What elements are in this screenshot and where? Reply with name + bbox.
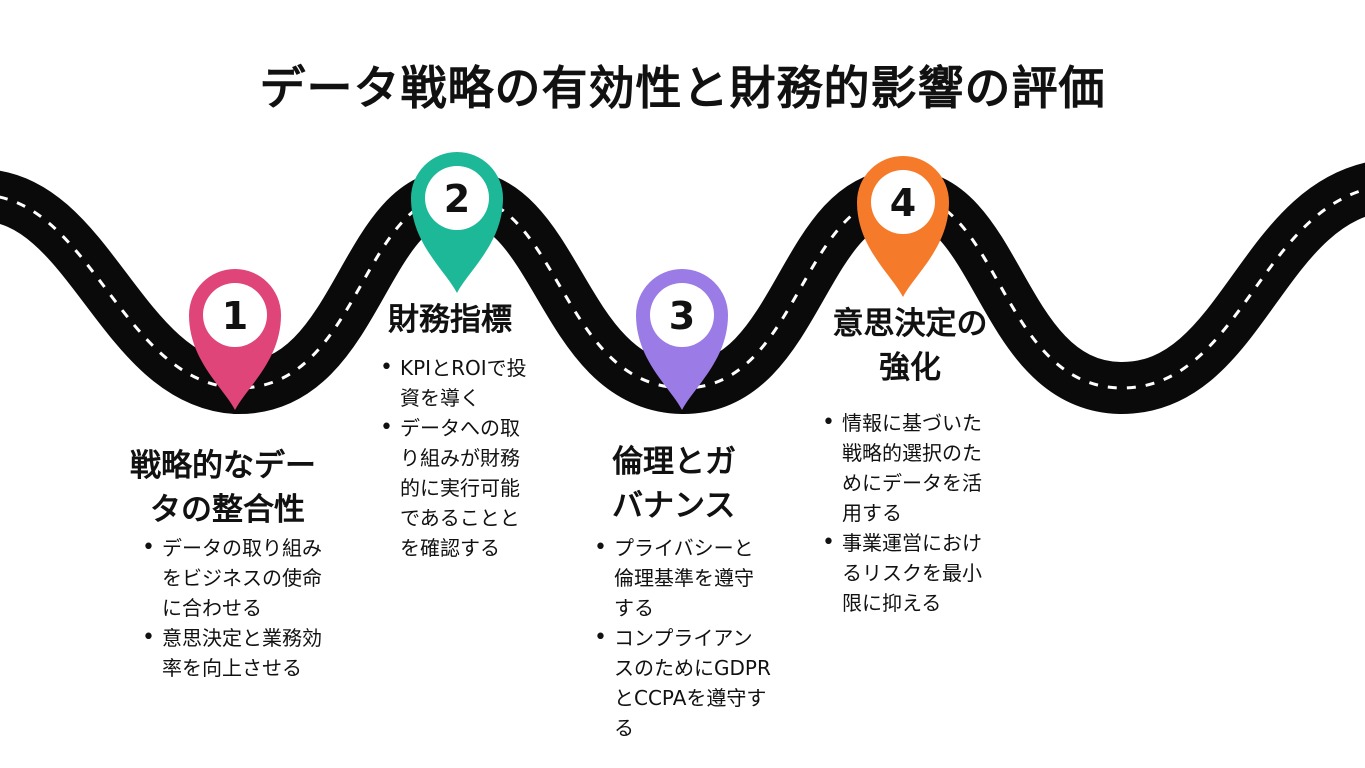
step-4-bullet-1-line-3: めにデータを活 <box>842 471 982 495</box>
step-1-title: 戦略的なデー タの整合性 <box>130 444 360 532</box>
step-1-title-line-2: タの整合性 <box>150 492 305 528</box>
pin-2-inner-circle <box>425 166 489 230</box>
step-2-bullet-1-line-2: 資を導く <box>400 386 480 410</box>
step-1-bullet-2-line-2: 率を向上させる <box>162 656 302 680</box>
step-1-bullet-1-line-1: データの取り組み <box>162 536 322 560</box>
step-4-bullet-1-line-4: 用する <box>842 501 902 525</box>
step-1-bullet-list: データの取り組み をビジネスの使命 に合わせる 意思決定と業務効 率を向上させる <box>140 533 360 683</box>
step-2-title-line-1: 財務指標 <box>388 302 512 338</box>
step-4-title: 意思決定の 強化 <box>820 302 1000 390</box>
step-4-bullet-1-line-2: 戦略的選択のた <box>842 441 982 465</box>
step-1-title-line-1: 戦略的なデー <box>130 448 316 484</box>
step-2-bullet-2-line-3: 的に実行可能 <box>400 476 520 500</box>
step-3-bullet-2-line-2: スのためにGDPR <box>614 656 771 680</box>
step-3-bullet-1-line-3: する <box>614 596 654 620</box>
step-2-bullet-2-line-5: を確認する <box>400 536 500 560</box>
step-4-bullet-1-line-1: 情報に基づいた <box>842 411 982 435</box>
step-2-bullet-2: データへの取 り組みが財務 的に実行可能 であることと を確認する <box>378 413 553 563</box>
pin-marker-3: 3 <box>636 269 728 410</box>
step-3-title-line-2: バナンス <box>612 488 736 524</box>
step-3-bullet-2-line-4: る <box>614 716 634 740</box>
pin-2-number: 2 <box>444 177 470 221</box>
step-4-bullet-list: 情報に基づいた 戦略的選択のた めにデータを活 用する 事業運営におけ るリスク… <box>820 408 1020 618</box>
step-3-title: 倫理とガ バナンス <box>612 440 792 528</box>
step-4-title-line-2: 強化 <box>879 350 941 386</box>
step-2-bullet-2-line-1: データへの取 <box>400 416 520 440</box>
pin-marker-4: 4 <box>857 156 949 297</box>
step-4-bullet-2-line-3: 限に抑える <box>842 591 942 615</box>
step-4-bullet-1: 情報に基づいた 戦略的選択のた めにデータを活 用する <box>820 408 1020 528</box>
step-2-bullet-1-line-1: KPIとROIで投 <box>400 356 527 380</box>
step-3-title-line-1: 倫理とガ <box>612 444 736 480</box>
pin-3-inner-circle <box>650 283 714 347</box>
step-1-bullet-1-line-3: に合わせる <box>162 596 262 620</box>
pin-1-number: 1 <box>222 294 248 338</box>
step-3-bullet-1-line-1: プライバシーと <box>614 536 754 560</box>
step-4-bullet-2: 事業運営におけ るリスクを最小 限に抑える <box>820 528 1020 618</box>
step-2-bullet-2-line-2: り組みが財務 <box>400 446 520 470</box>
step-3-bullet-2-line-1: コンプライアン <box>614 626 753 650</box>
step-3-bullet-1-line-2: 倫理基準を遵守 <box>614 566 754 590</box>
step-4-bullet-2-line-2: るリスクを最小 <box>842 561 982 585</box>
step-4-bullet-2-line-1: 事業運営におけ <box>842 531 982 555</box>
pin-4-inner-circle <box>871 170 935 234</box>
pin-1-inner-circle <box>203 283 267 347</box>
step-1-bullet-2: 意思決定と業務効 率を向上させる <box>140 623 360 683</box>
step-3-bullet-2: コンプライアン スのためにGDPR とCCPAを遵守す る <box>592 623 802 743</box>
step-2-title: 財務指標 <box>388 298 548 342</box>
page-title: データ戦略の有効性と財務的影響の評価 <box>259 61 1106 115</box>
pin-marker-1: 1 <box>189 269 281 410</box>
pin-marker-2: 2 <box>411 152 503 293</box>
step-2-bullet-1: KPIとROIで投 資を導く <box>378 353 553 413</box>
step-3-bullet-2-line-3: とCCPAを遵守す <box>614 686 767 710</box>
step-1-bullet-1: データの取り組み をビジネスの使命 に合わせる <box>140 533 360 623</box>
step-2-bullet-2-line-4: であることと <box>400 506 520 530</box>
pin-4-number: 4 <box>890 181 916 225</box>
step-1-bullet-1-line-2: をビジネスの使命 <box>162 566 322 590</box>
step-1-bullet-2-line-1: 意思決定と業務効 <box>162 626 322 650</box>
step-3-bullet-1: プライバシーと 倫理基準を遵守 する <box>592 533 802 623</box>
step-2-bullet-list: KPIとROIで投 資を導く データへの取 り組みが財務 的に実行可能 であるこ… <box>378 353 553 563</box>
step-3-bullet-list: プライバシーと 倫理基準を遵守 する コンプライアン スのためにGDPR とCC… <box>592 533 802 743</box>
pin-3-number: 3 <box>669 294 695 338</box>
step-4-title-line-1: 意思決定の <box>832 306 988 342</box>
